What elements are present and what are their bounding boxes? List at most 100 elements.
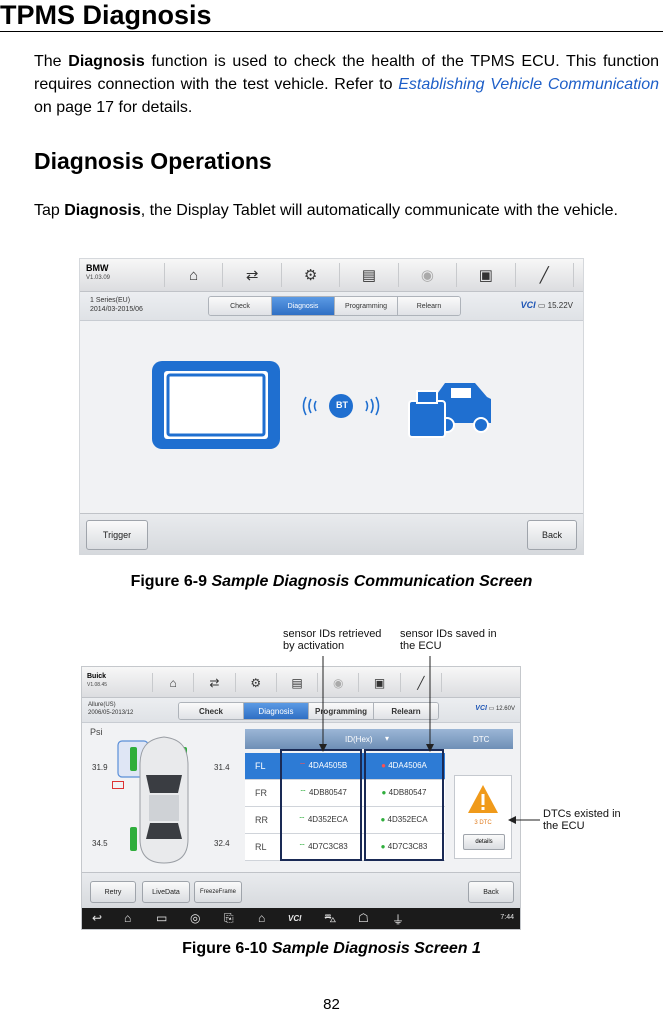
table-header: ID(Hex) ▾ DTC (245, 729, 513, 749)
tab-check[interactable]: Check (179, 703, 244, 719)
trigger-button[interactable]: Trigger (86, 520, 148, 550)
table-row[interactable]: FL ⌔ 4DA4505B ● 4DA4506A (245, 753, 445, 780)
sensor-icon: ● (380, 815, 386, 824)
help-icon[interactable]: ◉ (317, 673, 358, 692)
warning-triangle-icon (468, 785, 498, 813)
vehicle-vci-icon (408, 383, 491, 438)
screenshot-icon[interactable]: ⎘ (224, 911, 234, 925)
figure-6-10-number: Figure 6-10 (182, 940, 272, 957)
figure-6-10-caption: Figure 6-10 Sample Diagnosis Screen 1 (0, 940, 663, 958)
home-icon[interactable]: ⌂ (164, 263, 222, 287)
browser-icon[interactable]: ◎ (190, 911, 201, 925)
retry-button[interactable]: Retry (90, 881, 136, 903)
bluetooth-signal-icon (302, 394, 380, 418)
row-id-active-text: 4D7C3C83 (308, 842, 348, 851)
signal-tower-icon[interactable]: ⏚ (392, 913, 405, 927)
intro-bold: Diagnosis (68, 53, 145, 70)
home-icon[interactable]: ⌂ (124, 911, 132, 925)
pressure-fl: 31.9 (92, 763, 108, 772)
header-id-hex: ID(Hex) (345, 735, 373, 744)
row-id-ecu: ● 4DB80547 (367, 783, 441, 802)
signal-icon: ⌔ (299, 787, 307, 797)
title-rule (0, 31, 663, 32)
intro-suffix: on page 17 for details. (34, 99, 193, 116)
edit-icon[interactable]: ╱ (514, 263, 574, 287)
tab-relearn[interactable]: Relearn (398, 297, 460, 315)
table-row[interactable]: FR ⌔ 4DB80547 ● 4DB80547 (245, 780, 445, 807)
vehicle-make: Buick (87, 673, 107, 680)
help-icon[interactable]: ◉ (397, 263, 456, 287)
settings-icon[interactable]: ⚙ (234, 673, 276, 692)
row-id-active-text: 4DB80547 (308, 788, 347, 797)
back-button[interactable]: Back (527, 520, 577, 550)
battery-icon: ▭ (537, 301, 546, 310)
intro-paragraph: The Diagnosis function is used to check … (34, 50, 659, 119)
voltage-readout: 15.22V (547, 301, 573, 310)
row-id-active: ⌔ 4DA4505B (283, 756, 363, 775)
tab-programming[interactable]: Programming (335, 297, 398, 315)
sensor-icon: ● (381, 761, 386, 770)
vci-status: VCI ▭ 12.60V (475, 705, 515, 712)
bt-label: BT (336, 400, 348, 410)
function-tabs: Check Diagnosis Programming Relearn (178, 702, 439, 720)
android-nav-bar: ↩ ⌂ ▭ ◎ ⎘ ⌂ VCI ⛍ ☖ ⏚ 7:44 (82, 908, 520, 929)
row-id-active: ⌔ 4D7C3C83 (283, 837, 363, 856)
figure-6-10-title: Sample Diagnosis Screen 1 (271, 940, 481, 957)
vehicle-make: BMW (86, 263, 109, 273)
tab-relearn[interactable]: Relearn (374, 703, 438, 719)
vehicle-swap-icon[interactable]: ⇄ (193, 673, 234, 692)
livedata-button[interactable]: LiveData (142, 881, 190, 903)
sort-chevron-icon[interactable]: ▾ (385, 734, 390, 743)
recent-apps-icon[interactable]: ▭ (156, 911, 168, 925)
save-icon[interactable]: ▣ (358, 673, 399, 692)
car-top-view-icon (117, 736, 189, 864)
edit-icon[interactable]: ╱ (399, 673, 442, 692)
vci-icon[interactable]: VCI (288, 914, 302, 923)
intro-text: function is used to check the health of … (34, 53, 660, 93)
print-icon[interactable]: ▤ (275, 673, 317, 692)
diagnosis-screen-screenshot: Buick V1.08.45 ⌂ ⇄ ⚙ ▤ ◉ ▣ ╱ Allure(US) … (81, 666, 521, 930)
print-icon[interactable]: ▤ (339, 263, 397, 287)
pressure-rl: 34.5 (92, 839, 108, 848)
tab-diagnosis[interactable]: Diagnosis (272, 297, 335, 315)
subsection-title: Diagnosis Operations (34, 148, 272, 174)
maxisys-home-icon[interactable]: ⌂ (258, 911, 266, 925)
row-id-active: ⌔ 4D352ECA (283, 810, 363, 829)
annotation-activation-ids: sensor IDs retrieved by activation (283, 628, 382, 652)
vehicle-info: Allure(US) 2006/05-2013/12 (88, 701, 133, 717)
vehicle-years: 2014/03-2015/06 (90, 306, 143, 313)
freezeframe-button[interactable]: FreezeFrame (194, 881, 242, 903)
pressure-fr: 31.4 (214, 763, 230, 772)
row-position: FR (255, 788, 267, 798)
back-arrow-icon[interactable]: ↩ (92, 911, 103, 925)
bottom-bar: Trigger Back (80, 513, 583, 554)
table-row[interactable]: RR ⌔ 4D352ECA ● 4D352ECA (245, 807, 445, 834)
settings-icon[interactable]: ⚙ (280, 263, 339, 287)
row-position: RL (255, 842, 267, 852)
row-id-ecu: ● 4DA4506A (367, 756, 441, 775)
car-icon[interactable]: ⛍ (324, 911, 337, 925)
tab-check[interactable]: Check (209, 297, 272, 315)
vehicle-model: Allure(US) (88, 702, 116, 708)
header-dtc: DTC (473, 735, 490, 744)
tab-diagnosis[interactable]: Diagnosis (244, 703, 309, 719)
signal-icon: ⌔ (298, 760, 307, 770)
vehicle-swap-icon[interactable]: ⇄ (222, 263, 280, 287)
tab-programming[interactable]: Programming (309, 703, 374, 719)
pressure-unit: Psi (90, 727, 103, 737)
home-icon[interactable]: ⌂ (152, 673, 193, 692)
annotation-ecu-ids: sensor IDs saved in the ECU (400, 628, 497, 652)
row-id-ecu-text: 4DA4506A (388, 761, 427, 770)
save-icon[interactable]: ▣ (456, 263, 514, 287)
display-tablet-icon (152, 361, 280, 449)
row-id-ecu: ● 4D352ECA (367, 810, 441, 829)
toolbar-icons: ⌂ ⇄ ⚙ ▤ ◉ ▣ ╱ (164, 263, 574, 287)
row-id-active-text: 4DA4505B (308, 761, 348, 770)
dtc-details-button[interactable]: details (463, 834, 505, 850)
shop-icon[interactable]: ☖ (358, 911, 369, 925)
sub-header: 1 Series(EU) 2014/03-2015/06 Check Diagn… (80, 292, 583, 321)
back-button[interactable]: Back (468, 881, 514, 903)
dtc-panel: 3 DTC details (454, 775, 512, 859)
vehicle-communication-link[interactable]: Establishing Vehicle Communication (398, 76, 660, 93)
